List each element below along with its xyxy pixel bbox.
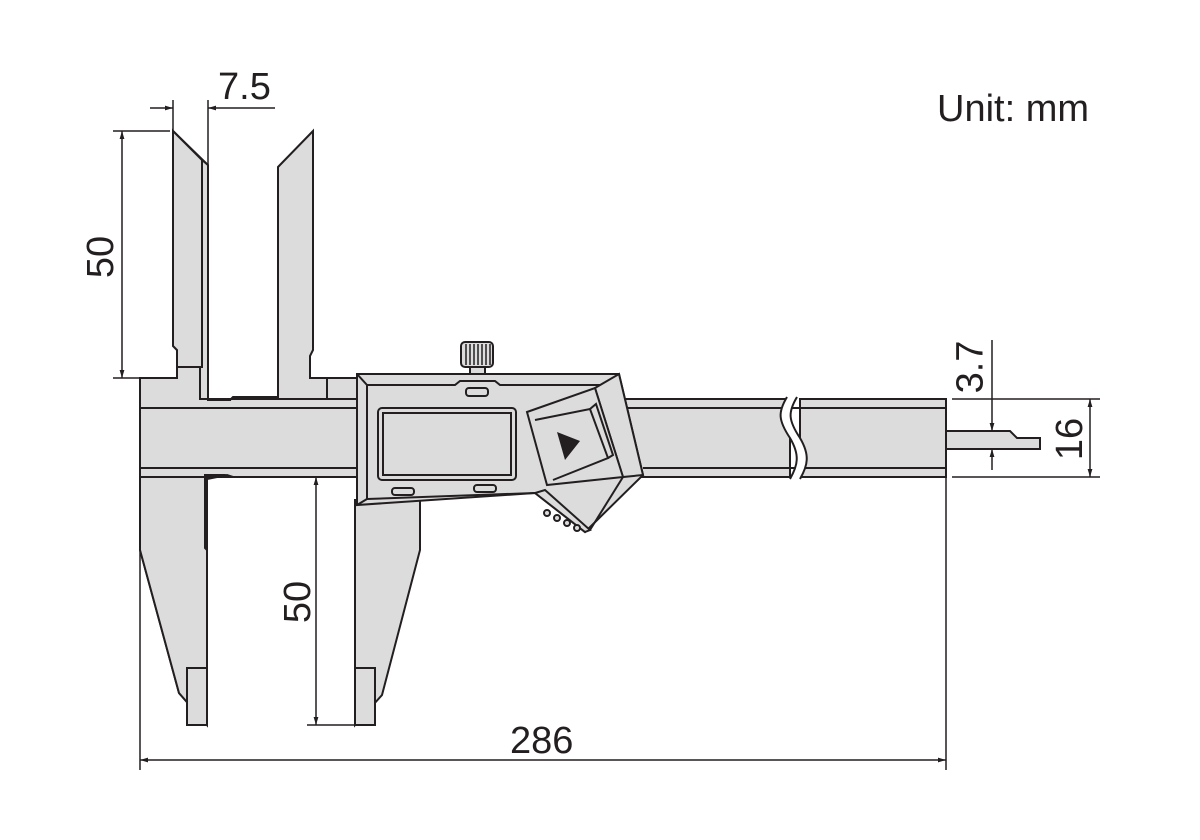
upper-moving-jaw bbox=[277, 128, 328, 400]
dim-16 bbox=[952, 398, 1100, 478]
dim-lower-50 bbox=[307, 477, 355, 726]
dim-label-7-5: 7.5 bbox=[218, 66, 271, 108]
dim-label-upper-50: 50 bbox=[80, 235, 123, 279]
play-triangle-icon bbox=[557, 432, 580, 460]
dim-7-5 bbox=[150, 100, 275, 165]
dim-label-16: 16 bbox=[1049, 417, 1092, 461]
mode-button[interactable] bbox=[525, 386, 625, 487]
dim-286 bbox=[139, 477, 947, 770]
depth-rod bbox=[945, 430, 1041, 450]
knurled-bumps bbox=[543, 509, 581, 532]
break-mark bbox=[780, 396, 807, 480]
unit-label: Unit: mm bbox=[937, 88, 1089, 130]
bottom-slot-left bbox=[391, 487, 415, 496]
dim-label-lower-50: 50 bbox=[277, 580, 320, 624]
dim-upper-50 bbox=[113, 130, 170, 379]
lcd-display bbox=[377, 407, 517, 481]
dim-label-286: 286 bbox=[510, 720, 574, 762]
top-slot bbox=[465, 387, 489, 397]
thumb-knob[interactable] bbox=[460, 341, 494, 375]
dim-label-3-7: 3.7 bbox=[949, 340, 992, 394]
bottom-slot-right bbox=[473, 484, 497, 493]
